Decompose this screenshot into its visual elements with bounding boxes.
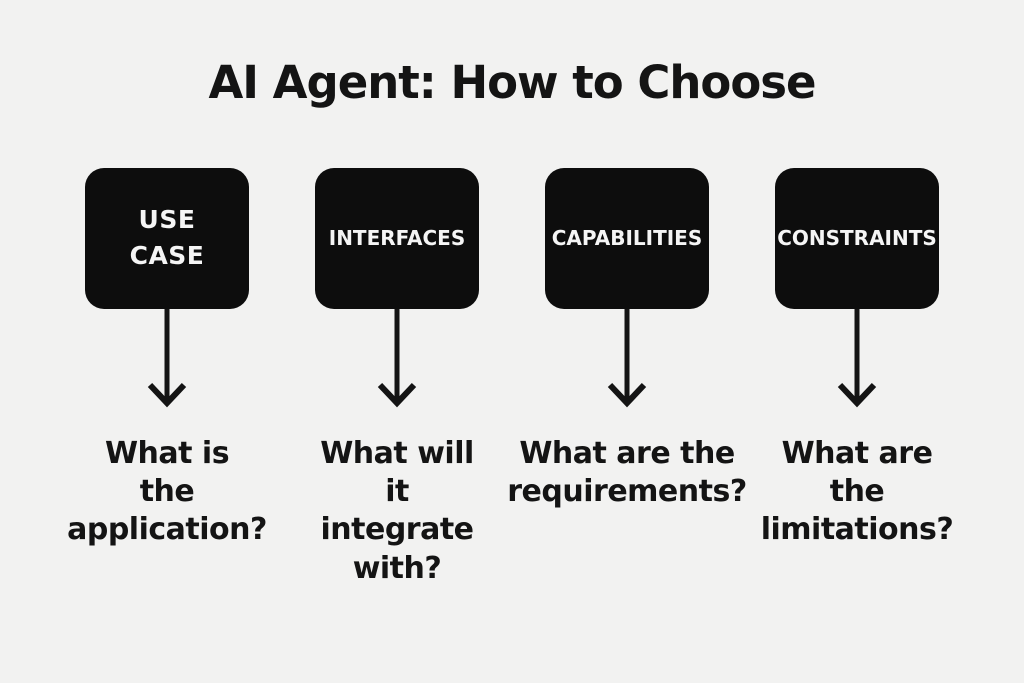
column-constraints: CONSTRAINTS What are the limitations?: [761, 167, 954, 589]
down-arrow-icon: [837, 308, 877, 407]
decision-columns: USE CASE What is the application? INTERF…: [67, 167, 954, 589]
use-case-box-label: USE CASE: [129, 204, 205, 270]
column-interfaces: INTERFACES What will it integrate with?: [315, 167, 479, 589]
constraints-box-label: CONSTRAINTS: [777, 226, 937, 250]
page-title: AI Agent: How to Choose: [208, 56, 816, 109]
column-capabilities: CAPABILITIES What are the requirements?: [507, 167, 747, 589]
use-case-question: What is the application?: [67, 435, 267, 548]
interfaces-box-label: INTERFACES: [328, 226, 466, 250]
use-case-box: USE CASE: [85, 167, 249, 309]
constraints-box: CONSTRAINTS: [775, 167, 939, 309]
down-arrow-icon: [377, 308, 417, 407]
column-use-case: USE CASE What is the application?: [67, 167, 267, 589]
capabilities-box-label: CAPABILITIES: [551, 226, 703, 250]
capabilities-box: CAPABILITIES: [545, 167, 709, 309]
constraints-question: What are the limitations?: [760, 435, 954, 548]
interfaces-box: INTERFACES: [315, 167, 479, 309]
interfaces-question: What will it integrate with?: [320, 435, 474, 586]
capabilities-question: What are the requirements?: [507, 435, 747, 509]
down-arrow-icon: [607, 308, 647, 407]
down-arrow-icon: [147, 308, 187, 407]
